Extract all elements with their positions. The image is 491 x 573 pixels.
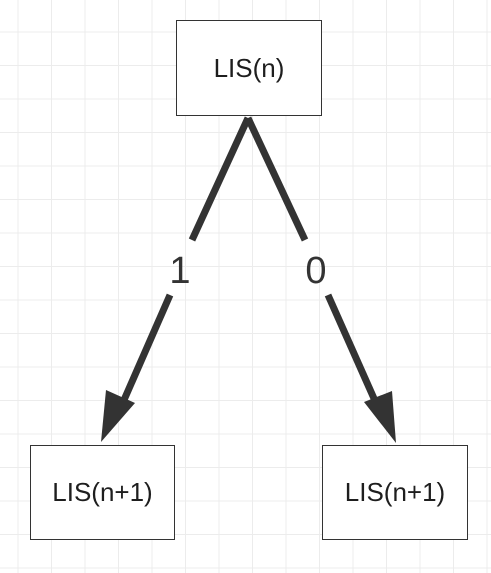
edge-left-upper-segment [188, 116, 252, 242]
node-root-label: LIS(n) [213, 52, 285, 83]
edge-right-arrowhead [364, 391, 396, 443]
edge-left-label: 1 [169, 250, 190, 292]
node-left-label: LIS(n+1) [52, 477, 153, 507]
edge-right: 0 [244, 116, 396, 443]
edge-left: 1 [101, 116, 252, 442]
node-root-lis-n[interactable]: LIS(n) [176, 20, 322, 116]
edge-right-upper-segment [244, 116, 309, 242]
edge-left-lower-segment [120, 293, 174, 402]
edge-right-lower-segment [324, 293, 380, 405]
node-right-lis-n-plus-1[interactable]: LIS(n+1) [322, 445, 468, 540]
node-left-lis-n-plus-1[interactable]: LIS(n+1) [30, 445, 175, 540]
node-right-label: LIS(n+1) [344, 477, 446, 507]
edge-right-label: 0 [305, 250, 326, 292]
edge-left-arrowhead [101, 390, 135, 442]
